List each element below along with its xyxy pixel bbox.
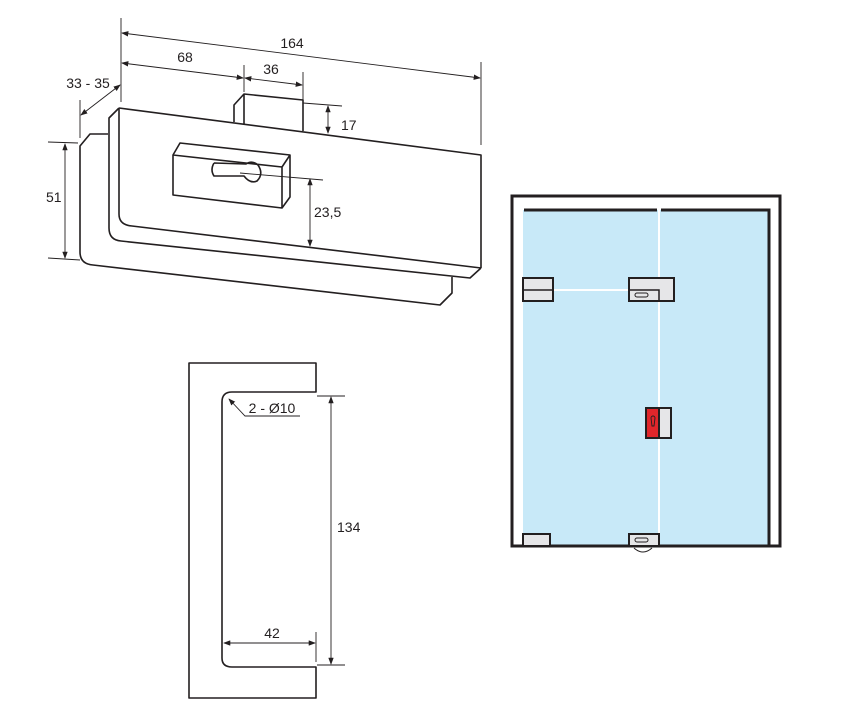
center-lock xyxy=(645,407,672,439)
lock-body-drawing xyxy=(79,93,482,306)
bottom-pivot-fitting xyxy=(522,533,551,547)
dim-bolt-offset: 68 xyxy=(177,49,193,65)
bottom-lock-fitting xyxy=(628,533,660,553)
keyhole-icon xyxy=(650,415,656,427)
lock-body-dimensions: 164 68 36 33 - 35 17 23,5 51 xyxy=(46,18,482,261)
keyhole xyxy=(211,161,262,183)
dim-cutout-depth: 42 xyxy=(264,625,280,641)
cylinder-block xyxy=(172,142,291,209)
dim-cutout-height: 134 xyxy=(337,519,361,535)
top-lock-fitting xyxy=(628,277,675,302)
door-elevation xyxy=(510,194,782,553)
back-plate xyxy=(79,133,453,306)
lock-highlight xyxy=(645,407,660,439)
dim-glass-thickness: 33 - 35 xyxy=(66,75,110,91)
dim-bolt-height: 17 xyxy=(341,117,357,133)
dim-body-height: 51 xyxy=(46,189,62,205)
dim-overall-length: 164 xyxy=(280,35,304,51)
dim-bolt-width: 36 xyxy=(263,61,279,77)
glass-outline xyxy=(188,362,317,699)
glass-cutout-drawing: 2 - Ø10 134 42 xyxy=(188,362,361,699)
dim-cylinder-height: 23,5 xyxy=(314,204,341,220)
bolt xyxy=(233,93,304,131)
glass-panel xyxy=(523,210,769,546)
top-pivot-fitting xyxy=(522,277,554,302)
middle-plate xyxy=(108,107,482,279)
front-plate xyxy=(118,107,482,269)
dim-radius: 2 - Ø10 xyxy=(249,400,296,416)
